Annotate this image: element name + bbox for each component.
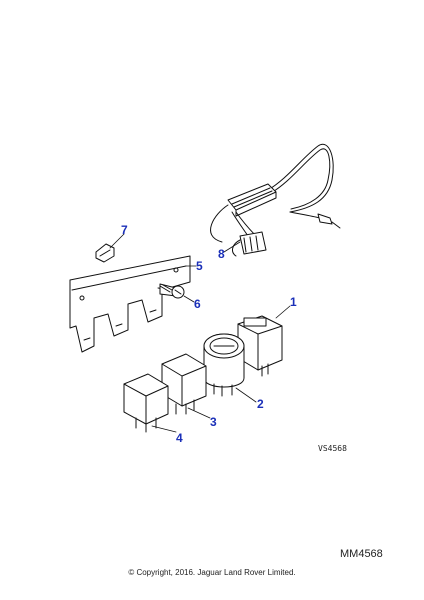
reference-code: VS4568	[318, 444, 347, 453]
relay-3	[161, 353, 207, 415]
callout-3: 3	[210, 415, 217, 429]
relay-4	[123, 373, 169, 433]
relay-2-flasher	[203, 333, 245, 397]
resistor-harness	[210, 143, 341, 257]
diagram-id: MM4568	[340, 548, 383, 560]
callout-6: 6	[194, 297, 201, 311]
screw	[157, 283, 185, 299]
leader-lines	[109, 233, 291, 433]
copyright-notice: © Copyright, 2016. Jaguar Land Rover Lim…	[128, 568, 296, 577]
callout-1: 1	[290, 295, 297, 309]
callout-2: 2	[257, 397, 264, 411]
relay-1	[237, 315, 283, 377]
mounting-bracket	[69, 255, 191, 353]
callout-8: 8	[218, 247, 225, 261]
clip-nut	[95, 243, 115, 263]
callout-4: 4	[176, 431, 183, 445]
callout-5: 5	[196, 259, 203, 273]
callout-7: 7	[121, 223, 128, 237]
